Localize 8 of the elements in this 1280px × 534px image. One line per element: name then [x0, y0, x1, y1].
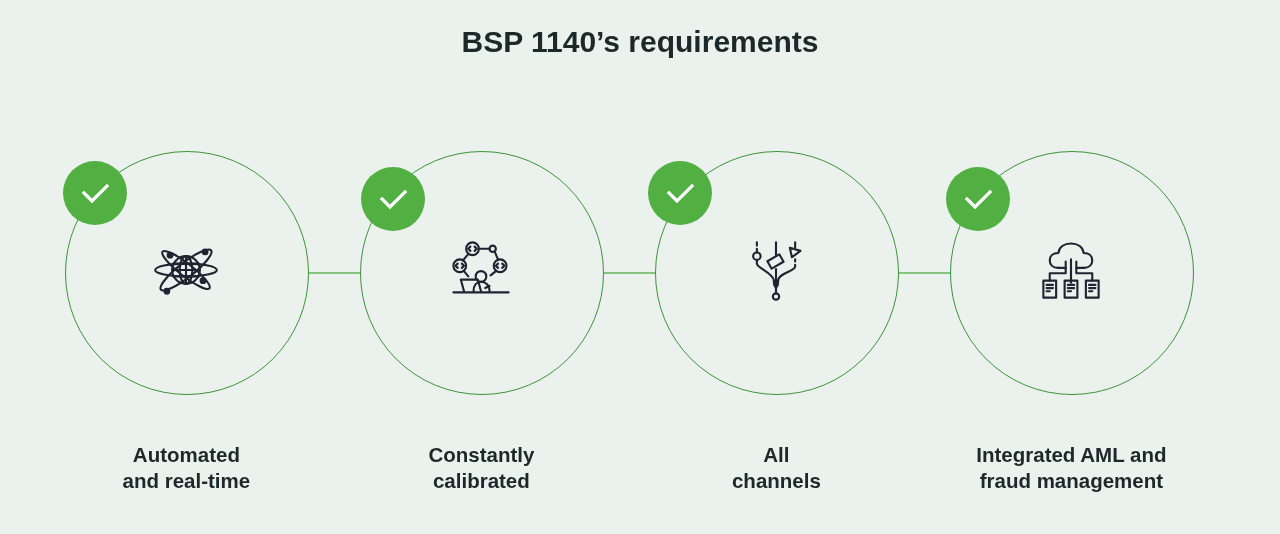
connector-line [603, 272, 656, 274]
connector-line [898, 272, 951, 274]
step-label: Constantly calibrated [427, 442, 536, 494]
step-label: Automated and real-time [121, 442, 252, 494]
title: BSP 1140’s requirements [461, 24, 819, 60]
step-label: Integrated AML and fraud management [975, 442, 1168, 494]
step-label: All channels [731, 442, 822, 494]
connector-line [308, 272, 361, 274]
